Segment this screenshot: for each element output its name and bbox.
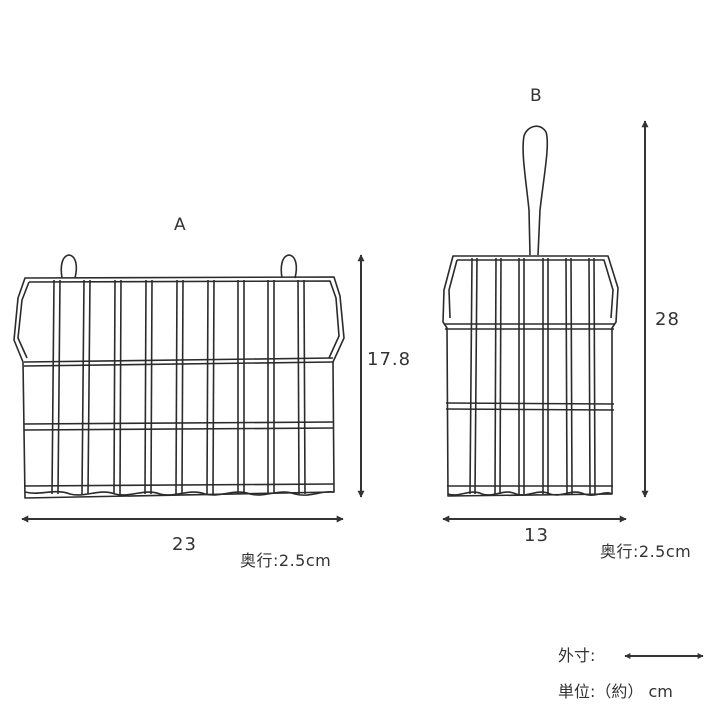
basket-a-width-value: 23 [172,534,197,555]
basket-b-label: B [530,86,542,106]
basket-a-illustration [13,254,345,499]
basket-b-height-value: 28 [655,309,680,330]
basket-a-height-value: 17.8 [367,349,412,370]
basket-a-depth-value: 奥行:2.5cm [240,551,332,570]
legend-outer-dimension-label: 外寸: [558,646,596,665]
basket-b-illustration [442,125,619,497]
legend-unit-label: 単位:（約） cm [558,682,673,701]
basket-b-depth-value: 奥行:2.5cm [600,542,692,561]
basket-a-label: A [174,215,186,235]
basket-b-width-value: 13 [524,525,549,546]
